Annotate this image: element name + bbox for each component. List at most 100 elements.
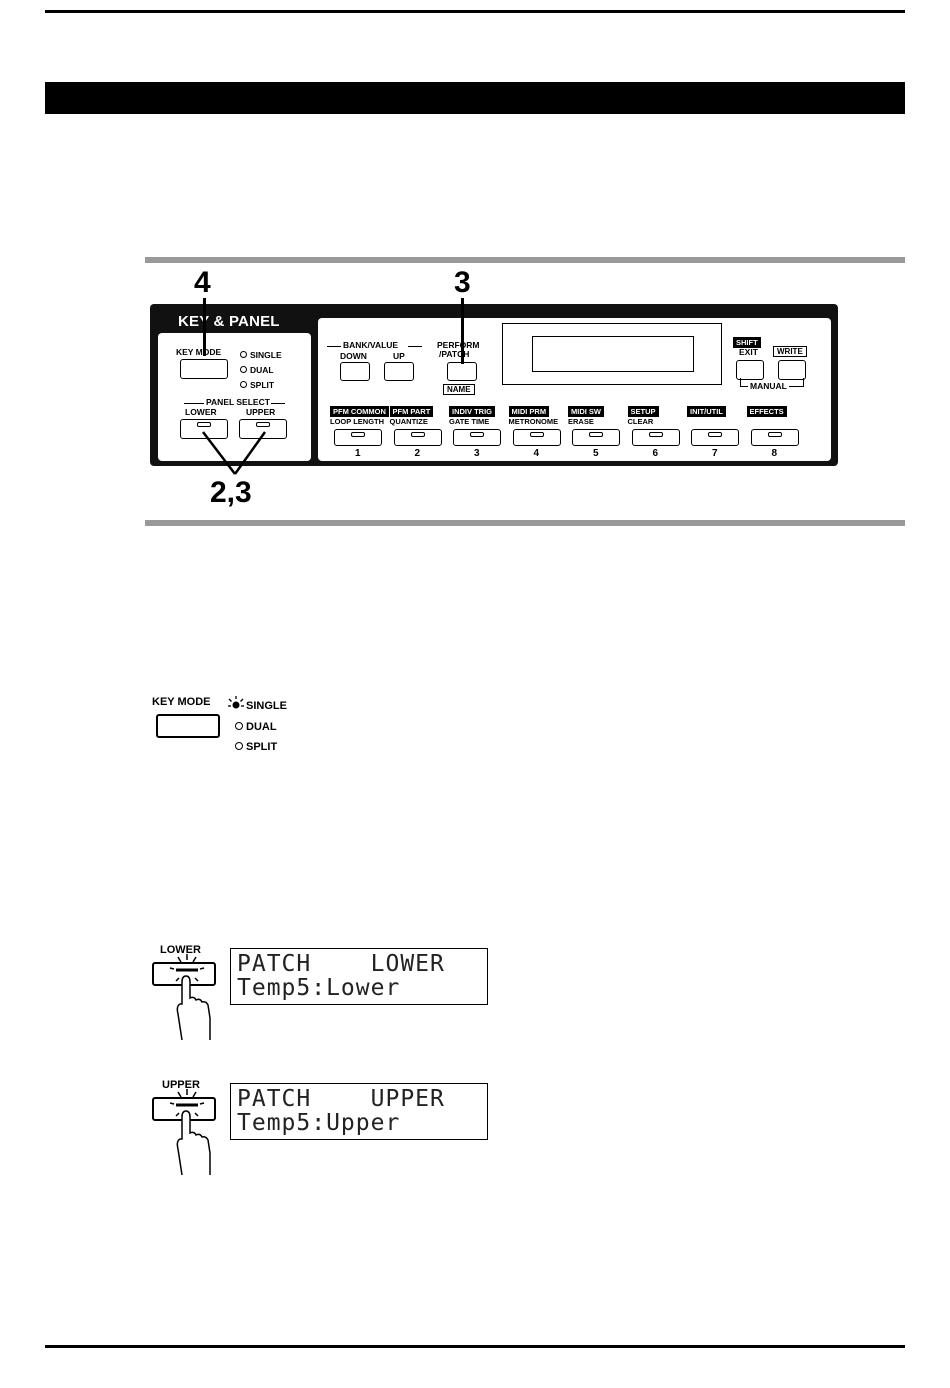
panel-select-line-left [184,403,204,404]
figure-top-rule [145,257,905,263]
number-button-5[interactable] [572,429,620,446]
lower-label: LOWER [185,407,217,417]
callout-perform-patch: 3 [454,266,471,299]
manual-label: MANUAL [748,381,789,391]
button-tag: SETUP [627,406,659,417]
display-frame [502,323,722,385]
button-number: 4 [533,448,540,459]
section-header-band [45,82,905,114]
key-mode-label: KEY MODE [176,347,222,357]
number-button-1[interactable] [334,429,382,446]
button-function-label: GATE TIME [449,417,490,426]
lower-button[interactable] [180,419,228,439]
button-number: 7 [712,448,718,459]
display-window [532,336,694,372]
button-tag: PFM COMMON [330,406,389,417]
down-label: DOWN [340,351,367,361]
callout-key-mode: 4 [194,266,211,299]
down-button[interactable] [340,362,370,381]
edit-section: BANK/VALUE DOWN UP PERFORM /PATCH NAME S… [318,318,831,461]
button-tag: EFFECTS [746,406,787,417]
button-led [767,432,782,437]
lower-example: LOWER PATCH LOWER Temp5:Lower [148,942,498,1052]
number-button-2[interactable] [393,429,442,446]
name-label: NAME [443,384,475,395]
pressing-finger-icon [169,1089,211,1176]
upper-button[interactable] [239,419,287,439]
number-button-group-8: EFFECTS 8 [746,406,803,460]
figure-bottom-rule [145,520,905,526]
button-function-label: METRONOME [508,417,559,426]
up-label: UP [393,351,405,361]
button-number: 8 [771,448,778,459]
upper-lcd-display: PATCH UPPER Temp5:Upper [230,1083,488,1140]
keymode-detail-split: SPLIT [235,741,277,753]
up-button[interactable] [384,362,414,381]
panel-select-line-right [271,403,285,404]
upper-label: UPPER [246,407,276,417]
lower-lcd-display: PATCH LOWER Temp5:Lower [230,948,488,1005]
button-number: 2 [414,448,421,459]
number-button-6[interactable] [631,429,680,446]
button-led [529,432,544,437]
keymode-detail-label: KEY MODE [152,696,211,708]
patch-label: /PATCH [439,349,470,359]
button-number: 1 [355,448,361,459]
key-panel-section: KEY MODE SINGLE DUAL SPLIT PANEL SELECT … [158,333,311,461]
shift-label: SHIFT [733,337,761,348]
button-number: 6 [652,448,659,459]
lower-lcd-line2: Temp5:Lower [237,975,401,1001]
upper-example: UPPER PATCH UPPER Temp5:Upper [148,1077,498,1187]
write-button[interactable] [778,360,806,380]
bottom-rule [45,1345,905,1348]
mode-dual: DUAL [240,365,274,375]
number-button-3[interactable] [453,429,501,446]
bank-value-label: BANK/VALUE [343,340,399,350]
button-tag: MIDI PRM [508,406,550,417]
perform-label: PERFORM [437,340,480,350]
button-number: 5 [593,448,599,459]
keymode-detail: KEY MODE SINGLE DUAL SPLIT [150,696,310,762]
number-button-4[interactable] [512,429,561,446]
blinking-led-icon [228,696,244,712]
button-led [589,432,603,437]
button-tag: INIT/UTIL [687,406,726,417]
callout-panel-select: 2,3 [210,476,252,509]
keymode-detail-single: SINGLE [246,700,287,712]
upper-lcd-line1: PATCH UPPER [237,1086,445,1112]
button-tag: PFM PART [389,406,434,417]
button-function-label: ERASE [568,417,594,426]
number-button-8[interactable] [750,429,799,446]
lower-lcd-line1: PATCH LOWER [237,951,445,977]
key-panel-illustration: KEY & PANEL KEY MODE SINGLE DUAL SPLIT P… [150,304,838,466]
number-button-7[interactable] [691,429,739,446]
write-label: WRITE [773,346,807,357]
number-button-group-7: INIT/UTIL 7 [687,406,743,460]
exit-label: EXIT [739,347,758,357]
button-function-label: QUANTIZE [389,417,428,426]
button-tag: INDIV TRIG [449,406,496,417]
key-mode-button[interactable] [180,359,228,379]
button-led [410,432,425,437]
exit-button[interactable] [736,360,764,380]
bank-line-left [327,346,341,347]
button-led [351,432,365,437]
panel-select-label: PANEL SELECT [206,397,270,407]
mode-split: SPLIT [240,380,274,390]
pressing-finger-icon [169,954,211,1041]
panel-select-pointer-lines [202,431,267,475]
keymode-detail-button[interactable] [156,714,220,738]
perform-patch-button[interactable] [447,362,477,381]
button-led [708,432,722,437]
button-led [648,432,663,437]
button-number: 3 [474,448,480,459]
keymode-detail-dual: DUAL [235,721,277,733]
panel-title: KEY & PANEL [178,313,280,330]
top-rule [45,10,905,13]
